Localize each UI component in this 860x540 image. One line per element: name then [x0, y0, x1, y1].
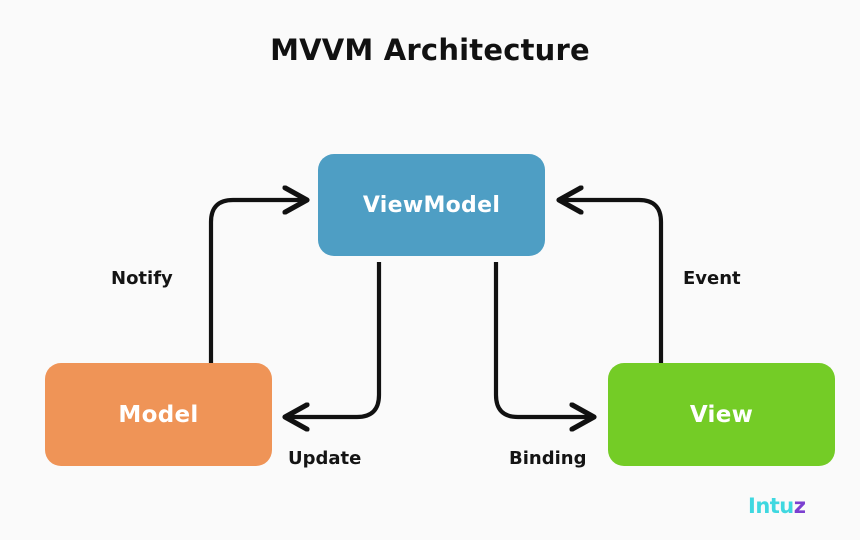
- intuz-logo-primary-text: Intu: [748, 494, 794, 518]
- edge-update-path: [285, 262, 382, 417]
- node-viewmodel[interactable]: ViewModel: [318, 154, 545, 256]
- node-view[interactable]: View: [608, 363, 835, 466]
- page-title: MVVM Architecture: [270, 33, 590, 67]
- node-viewmodel-label: ViewModel: [362, 192, 501, 218]
- edge-notify-path: [208, 200, 307, 363]
- node-model-label: Model: [118, 401, 199, 428]
- intuz-logo: Intuz: [748, 494, 826, 522]
- edge-event-path: [559, 200, 664, 363]
- edge-binding-path: [493, 262, 594, 417]
- edge-label-update: Update: [288, 448, 362, 469]
- edge-label-notify: Notify: [111, 268, 173, 289]
- edge-label-event: Event: [683, 268, 741, 289]
- edge-label-binding: Binding: [509, 448, 587, 469]
- node-view-label: View: [689, 401, 754, 428]
- intuz-logo-accent-text: z: [793, 494, 806, 518]
- node-model[interactable]: Model: [45, 363, 272, 466]
